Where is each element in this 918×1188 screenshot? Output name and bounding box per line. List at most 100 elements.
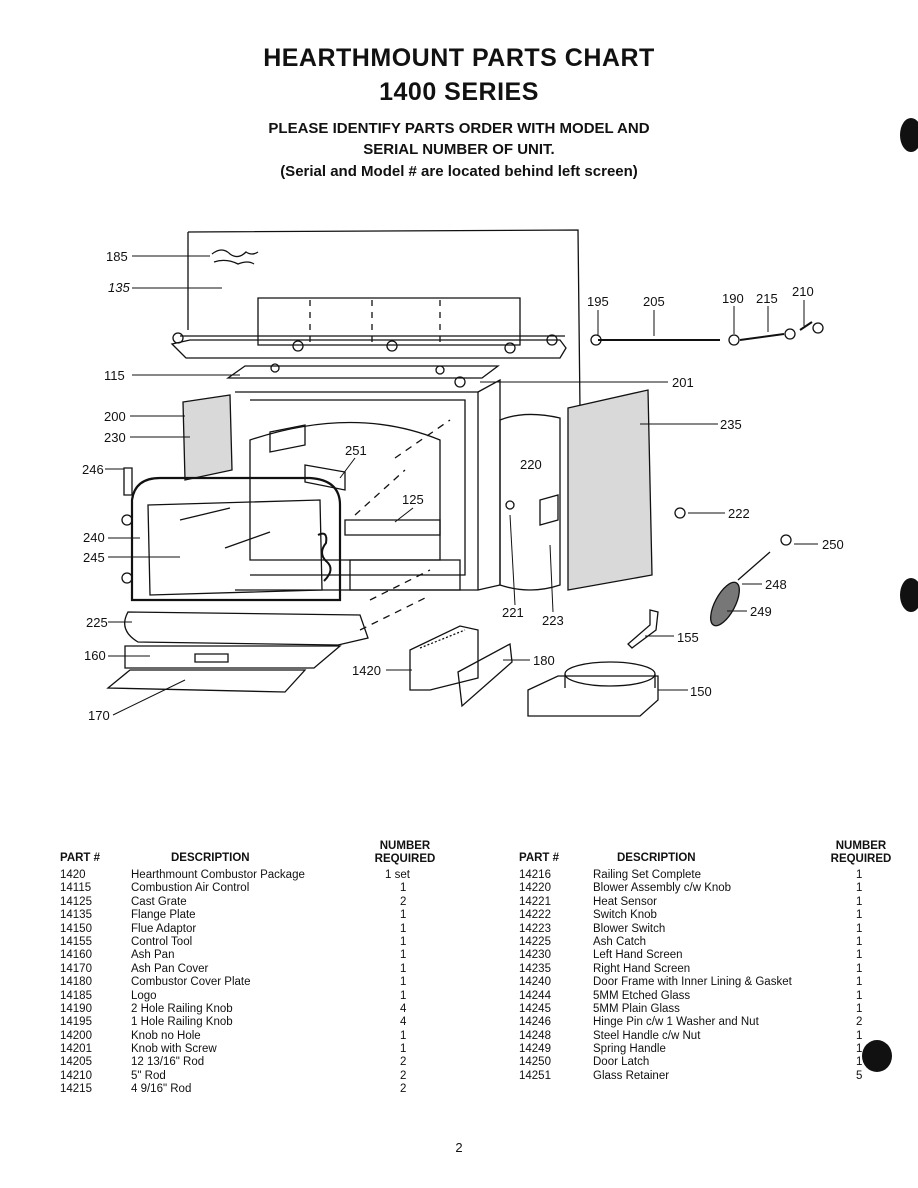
spring-handle — [710, 551, 771, 627]
callout-225: 225 — [86, 615, 108, 630]
combustor-cover-plate — [457, 642, 513, 708]
table-cell-qty: 1 — [856, 989, 863, 1002]
table-cell-part: 14248 — [519, 1029, 551, 1042]
table-cell-part: 1420 — [60, 869, 86, 881]
table-cell-description: Hinge Pin c/w 1 Washer and Nut — [593, 1016, 759, 1029]
table-cell-part: 14245 — [519, 1002, 551, 1015]
combustor-package — [359, 569, 479, 691]
callout-125: 125 — [402, 492, 424, 507]
table-cell-qty: 1 — [400, 1029, 407, 1042]
table-cell-qty: 1 — [856, 976, 863, 989]
table-cell-part: 14155 — [60, 935, 92, 948]
callout-222: 222 — [728, 506, 750, 521]
table-cell-description: Flue Adaptor — [131, 922, 197, 935]
table-cell-qty: 1 — [856, 882, 863, 895]
callout-246: 246 — [82, 462, 104, 477]
table-cell-part: 14216 — [519, 869, 551, 881]
ash-pan — [124, 645, 342, 669]
callout-180: 180 — [533, 653, 555, 668]
table-cell-part: 14150 — [60, 922, 92, 935]
table-cell-description: Railing Set Complete — [593, 869, 702, 881]
table-cell-description: Spring Handle — [593, 1043, 666, 1056]
left-header-required: REQUIRED — [374, 853, 436, 865]
table-cell-qty: 5 — [856, 1069, 863, 1082]
table-cell-qty: 1 — [856, 1056, 863, 1069]
table-cell-description: Ash Pan Cover — [131, 962, 209, 975]
right-description-column: Railing Set Complete Blower Assembly c/w… — [593, 869, 843, 1083]
callout-190: 190 — [722, 291, 744, 306]
callout-115: 115 — [104, 368, 125, 383]
right-header-description: DESCRIPTION — [617, 852, 696, 864]
callout-185: 185 — [106, 249, 128, 264]
table-cell-qty: 1 — [400, 935, 407, 948]
table-cell-part: 14249 — [519, 1043, 551, 1056]
table-cell-description: Door Frame with Inner Lining & Gasket — [593, 976, 792, 989]
page-title: HEARTHMOUNT PARTS CHART — [263, 44, 655, 72]
page-number: 2 — [455, 1140, 463, 1155]
table-cell-part: 14205 — [60, 1056, 92, 1069]
diagram-callouts: 185 135 115 200 230 246 240 245 225 160 … — [82, 249, 844, 723]
table-cell-part: 14215 — [60, 1083, 92, 1096]
instruction-line-3: (Serial and Model # are located behind l… — [280, 163, 638, 180]
table-cell-part: 14180 — [60, 976, 92, 989]
callout-1420: 1420 — [352, 663, 381, 678]
table-cell-description: Switch Knob — [593, 909, 657, 922]
table-cell-description: Ash Catch — [593, 935, 647, 948]
right-header-part: PART # — [519, 852, 560, 864]
table-cell-part: 14135 — [60, 909, 92, 922]
table-cell-part: 14220 — [519, 882, 551, 895]
table-cell-qty: 2 — [400, 1056, 407, 1069]
table-cell-qty: 1 — [400, 922, 407, 935]
switch-knob — [674, 507, 686, 519]
table-cell-description: Door Latch — [593, 1056, 650, 1069]
table-cell-description: Control Tool — [131, 935, 193, 948]
control-tool — [627, 609, 659, 649]
table-cell-part: 14195 — [60, 1016, 92, 1029]
railing-rods — [590, 321, 824, 346]
table-cell-description: Logo — [131, 989, 157, 1002]
table-cell-description: 12 13/16" Rod — [131, 1056, 205, 1069]
table-cell-description: Ash Pan — [131, 949, 175, 962]
callout-250: 250 — [822, 537, 844, 552]
right-header-required: REQUIRED — [830, 853, 892, 865]
table-cell-qty: 2 — [400, 1069, 407, 1082]
table-cell-part: 14210 — [60, 1069, 92, 1082]
left-description-column: Hearthmount Combustor Package Combustion… — [131, 869, 371, 1097]
door-frame — [121, 467, 342, 602]
table-cell-description: Left Hand Screen — [593, 949, 683, 962]
right-qty-column: 1 1 1 1 1 1 1 1 1 1 1 2 1 1 1 5 — [856, 869, 876, 1083]
table-cell-description: 5MM Etched Glass — [593, 989, 691, 1002]
table-cell-part: 14160 — [60, 949, 92, 962]
table-cell-qty: 1 — [400, 882, 407, 895]
table-cell-description: 5MM Plain Glass — [593, 1002, 680, 1015]
table-cell-qty: 1 — [856, 1002, 863, 1015]
table-cell-description: Heat Sensor — [593, 895, 657, 908]
table-cell-part: 14125 — [60, 895, 92, 908]
table-cell-qty: 4 — [400, 1002, 407, 1015]
table-cell-description: 5" Rod — [131, 1069, 166, 1082]
table-cell-part: 14250 — [519, 1056, 551, 1069]
table-cell-qty: 1 — [856, 1029, 863, 1042]
table-cell-qty: 1 — [400, 962, 407, 975]
table-cell-part: 14244 — [519, 989, 551, 1002]
table-cell-qty: 1 — [400, 949, 407, 962]
door-latch — [780, 534, 792, 546]
callout-251: 251 — [345, 443, 367, 458]
right-hand-screen — [567, 389, 653, 591]
table-cell-qty: 2 — [400, 895, 407, 908]
table-cell-qty: 1 — [400, 989, 407, 1002]
table-cell-part: 14230 — [519, 949, 551, 962]
callout-150: 150 — [690, 684, 712, 699]
table-cell-part: 14190 — [60, 1002, 92, 1015]
ash-catch — [124, 611, 369, 646]
table-cell-part: 14185 — [60, 989, 92, 1002]
table-cell-description: Combustion Air Control — [131, 882, 250, 895]
table-cell-description: Knob no Hole — [131, 1029, 201, 1042]
callout-155: 155 — [677, 630, 699, 645]
table-cell-part: 14221 — [519, 895, 551, 908]
table-cell-qty: 1 — [400, 1043, 407, 1056]
ash-pan-cover — [106, 669, 307, 693]
callout-220: 220 — [520, 457, 542, 472]
binder-hole-top — [900, 118, 918, 152]
callout-223: 223 — [542, 613, 564, 628]
